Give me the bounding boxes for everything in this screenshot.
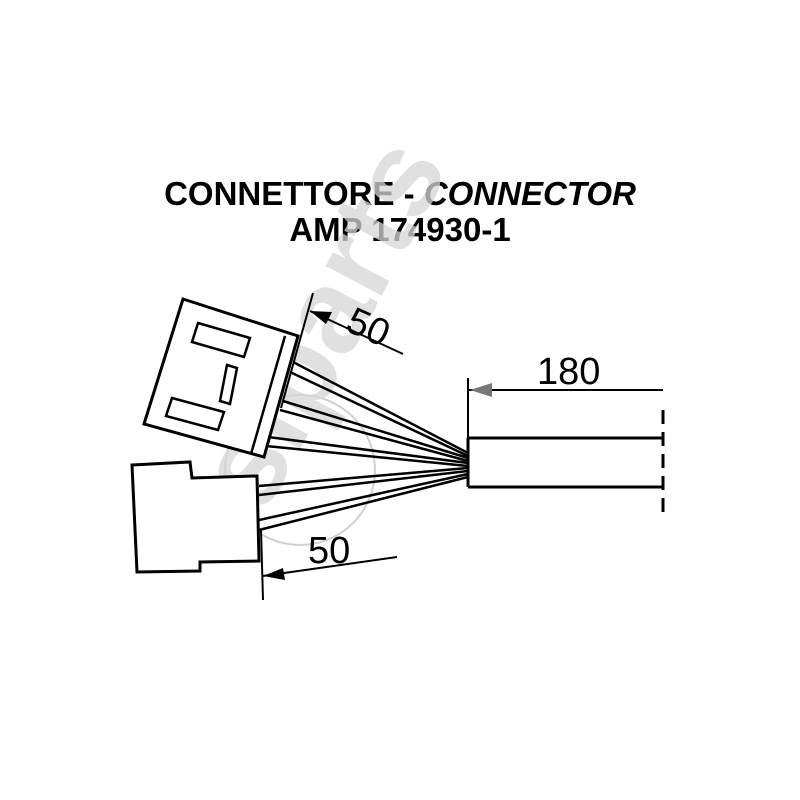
diagram-title-line1: CONNETTORE - CONNECTOR bbox=[0, 176, 800, 212]
title-english: CONNECTOR bbox=[423, 175, 636, 212]
diagram-title-part-number: AMP 174930-1 bbox=[289, 211, 511, 248]
dimension-lower-50 bbox=[260, 529, 398, 601]
title-italian: CONNETTORE - bbox=[164, 175, 424, 212]
dimension-180 bbox=[467, 378, 663, 438]
dimension-upper-50 bbox=[280, 292, 404, 409]
lower-connector bbox=[130, 460, 261, 574]
upper-connector bbox=[142, 297, 300, 459]
dimension-label-lower: 50 bbox=[308, 530, 350, 572]
dimension-label-cable: 180 bbox=[537, 351, 600, 393]
cable-sheath bbox=[466, 410, 665, 520]
wire-bundle bbox=[258, 360, 469, 532]
watermark-ring-icon bbox=[224, 394, 376, 546]
